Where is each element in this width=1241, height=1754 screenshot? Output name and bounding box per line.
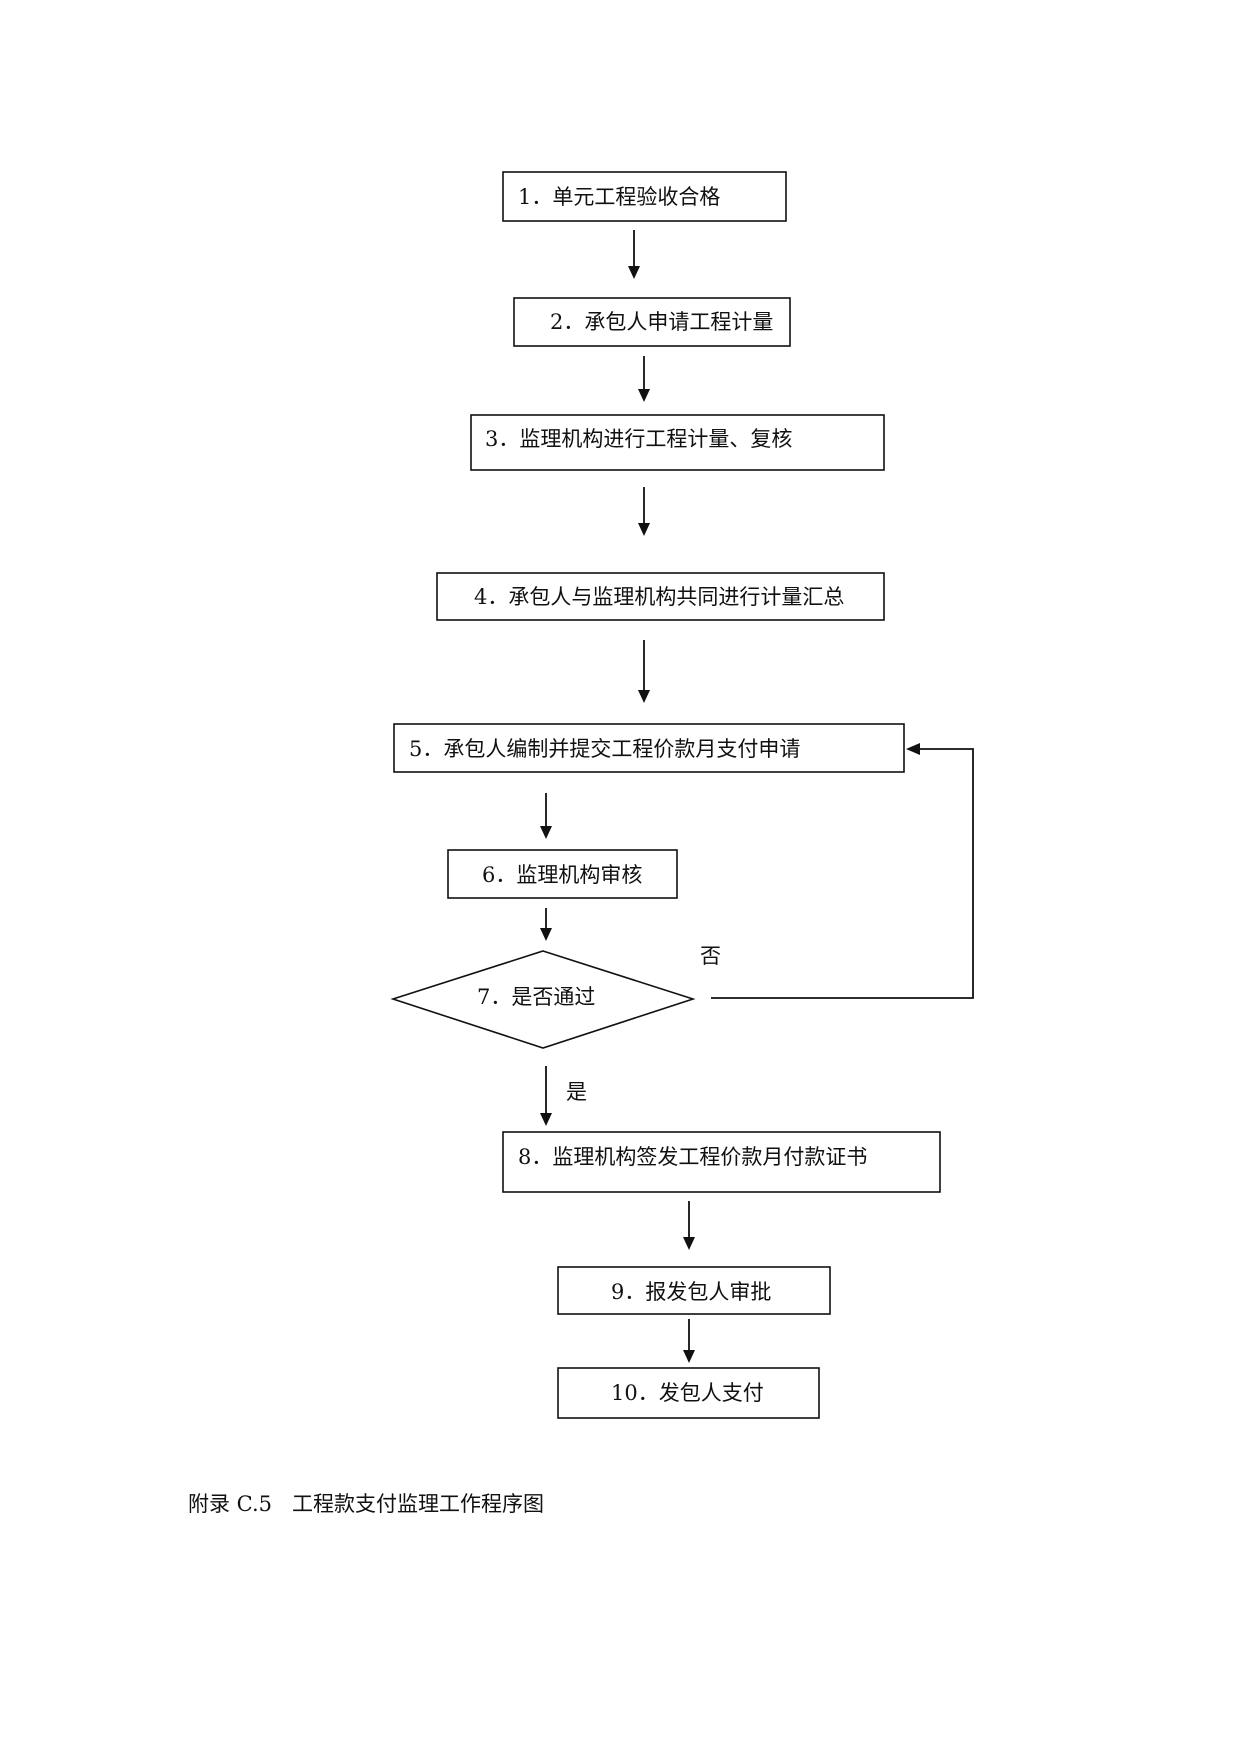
step-2-box — [513, 297, 791, 347]
loop-back-line — [711, 748, 974, 999]
step-6-box — [447, 849, 678, 899]
branch-yes-label: 是 — [566, 1080, 587, 1104]
loop-back-arrow-head — [906, 743, 920, 755]
step-9-box — [557, 1266, 831, 1315]
step-8-label: 8．监理机构签发工程价款月付款证书 — [518, 1145, 867, 1169]
arrow-4-5-head — [638, 690, 650, 703]
step-6-label: 6．监理机构审核 — [482, 863, 642, 887]
branch-no-label: 否 — [700, 944, 721, 968]
step-7-decision — [390, 950, 696, 1049]
step-9-label: 9．报发包人审批 — [611, 1280, 771, 1304]
step-7-label: 7．是否通过 — [477, 985, 595, 1009]
arrow-3-4-head — [638, 523, 650, 536]
step-4-box — [436, 572, 885, 621]
step-3-box — [470, 414, 885, 471]
arrow-1-2-head — [628, 266, 640, 279]
step-3-label: 3．监理机构进行工程计量、复核 — [485, 427, 792, 451]
step-5-label: 5．承包人编制并提交工程价款月支付申请 — [409, 737, 800, 761]
step-1-box — [502, 171, 787, 222]
arrow-7-8-head — [540, 1113, 552, 1126]
arrow-8-9-head — [683, 1237, 695, 1250]
figure-caption: 附录 C.5 工程款支付监理工作程序图 — [188, 1492, 545, 1516]
step-8-box — [502, 1131, 941, 1193]
arrow-2-3-head — [638, 389, 650, 402]
step-10-label: 10．发包人支付 — [611, 1381, 764, 1405]
step-10-box — [557, 1367, 820, 1419]
arrow-6-7-head — [540, 928, 552, 941]
step-4-label: 4．承包人与监理机构共同进行计量汇总 — [474, 585, 844, 609]
arrow-5-6-head — [540, 826, 552, 839]
step-1-label: 1．单元工程验收合格 — [518, 185, 720, 209]
step-5-box — [393, 723, 905, 773]
arrow-9-10-head — [683, 1350, 695, 1363]
step-2-label: 2．承包人申请工程计量 — [550, 310, 773, 334]
